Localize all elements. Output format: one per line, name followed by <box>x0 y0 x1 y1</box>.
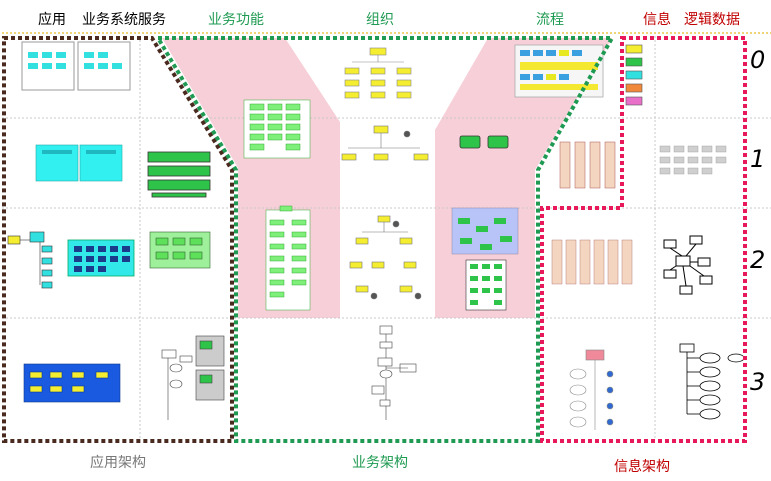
app-level3-thumbnail <box>23 363 121 403</box>
biz-function-level2-chart <box>265 205 311 311</box>
app-service-level3-thumbnail <box>161 335 225 420</box>
org-level2-chart <box>349 215 422 300</box>
level-number-0: 0 <box>750 46 766 74</box>
header-biz-functions: 业务功能 <box>208 12 264 28</box>
app-service-level1-thumbnail <box>147 151 211 198</box>
grid-lines <box>2 36 771 440</box>
info-level3-chart <box>569 349 614 430</box>
footer-info-arch: 信息架构 <box>614 459 670 475</box>
header-process: 流程 <box>536 12 564 28</box>
process-level1-thumbnail <box>459 135 509 149</box>
app-service-level2-thumbnail <box>149 231 211 269</box>
biz-function-level1-chart <box>243 99 311 159</box>
logic-data-level3-chart <box>679 343 745 420</box>
footer-app-arch: 应用架构 <box>90 455 146 471</box>
footer-biz-arch: 业务架构 <box>352 455 408 471</box>
info-arch-outline <box>540 36 747 443</box>
header-app-services: 业务系统服务 <box>82 12 166 28</box>
app-level2-left-thumbnail <box>7 231 53 289</box>
app-arch-outline <box>2 36 234 443</box>
process-level2-thumbnail <box>451 207 519 311</box>
info-level0-thumbnail <box>625 44 643 106</box>
org-level1-chart <box>341 125 429 161</box>
level-number-2: 2 <box>750 246 766 274</box>
level-number-1: 1 <box>750 145 766 173</box>
biz-arch-level3-chart <box>371 325 417 420</box>
header-org: 组织 <box>366 12 394 28</box>
app-level0-thumbnail <box>21 41 131 91</box>
logic-data-level1-thumbnail <box>659 145 727 175</box>
app-level2-right-thumbnail <box>67 239 135 277</box>
header-app: 应用 <box>38 12 66 28</box>
process-level0-thumbnail <box>514 44 604 98</box>
header-logic-data: 逻辑数据 <box>684 12 740 28</box>
org-level0-chart <box>344 47 412 99</box>
header-info: 信息 <box>643 12 671 28</box>
info-level2-thumbnail <box>551 239 633 285</box>
biz-function-band <box>162 38 340 318</box>
app-level1-thumbnail <box>35 144 123 182</box>
level-number-3: 3 <box>750 368 766 396</box>
info-level1-thumbnail <box>559 141 616 189</box>
logic-data-level2-thumbnail <box>663 235 713 295</box>
biz-arch-outline <box>154 36 616 443</box>
